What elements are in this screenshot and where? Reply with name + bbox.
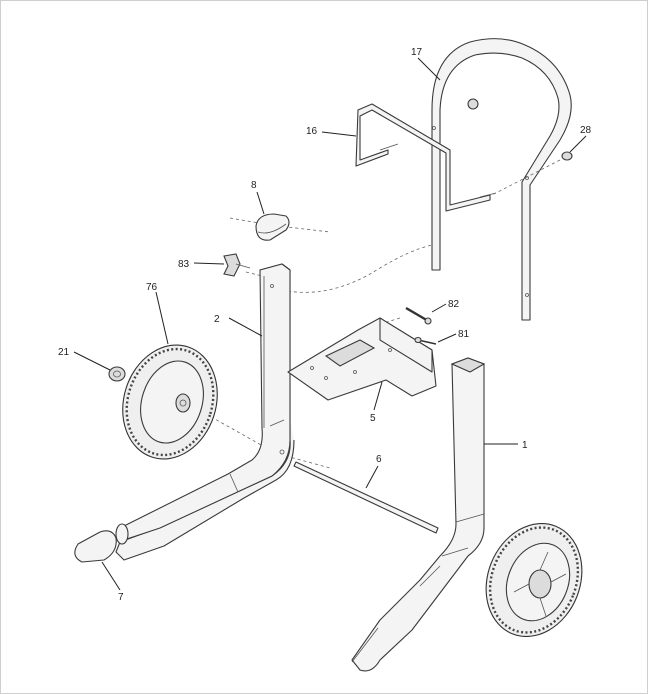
part-2-left-frame xyxy=(115,263,295,561)
callout-76: 76 xyxy=(146,282,158,293)
callout-21: 21 xyxy=(58,347,70,358)
callout-83: 83 xyxy=(178,259,190,270)
callout-8: 8 xyxy=(251,180,257,191)
callout-17: 17 xyxy=(411,47,423,58)
part-6-axle xyxy=(293,461,439,534)
part-82-bolt xyxy=(405,306,432,325)
part-83-knob xyxy=(223,253,251,277)
right-wheel xyxy=(485,522,583,638)
callout-labels: 17 16 28 8 83 2 76 21 82 81 5 1 6 7 xyxy=(58,47,592,603)
part-8-cap xyxy=(255,213,290,241)
callout-6: 6 xyxy=(376,454,382,465)
part-1-right-frame xyxy=(351,357,486,672)
assembly-lines xyxy=(189,159,561,469)
part-16-bracket xyxy=(355,103,497,212)
part-76-left-wheel xyxy=(122,344,218,460)
part-81-bolt xyxy=(414,336,437,345)
callout-81: 81 xyxy=(458,329,470,340)
part-7-end-cap xyxy=(74,530,117,563)
callout-1: 1 xyxy=(522,440,528,451)
leader-lines xyxy=(73,57,587,591)
part-28-knob xyxy=(561,151,573,161)
callout-7: 7 xyxy=(118,592,124,603)
part-17-handle xyxy=(431,38,572,321)
callout-28: 28 xyxy=(580,125,592,136)
callout-2: 2 xyxy=(214,314,220,325)
callout-16: 16 xyxy=(306,126,318,137)
part-21-hub-cap xyxy=(108,366,126,382)
part-5-tray xyxy=(287,317,437,401)
callout-82: 82 xyxy=(448,299,460,310)
callout-5: 5 xyxy=(370,413,376,424)
